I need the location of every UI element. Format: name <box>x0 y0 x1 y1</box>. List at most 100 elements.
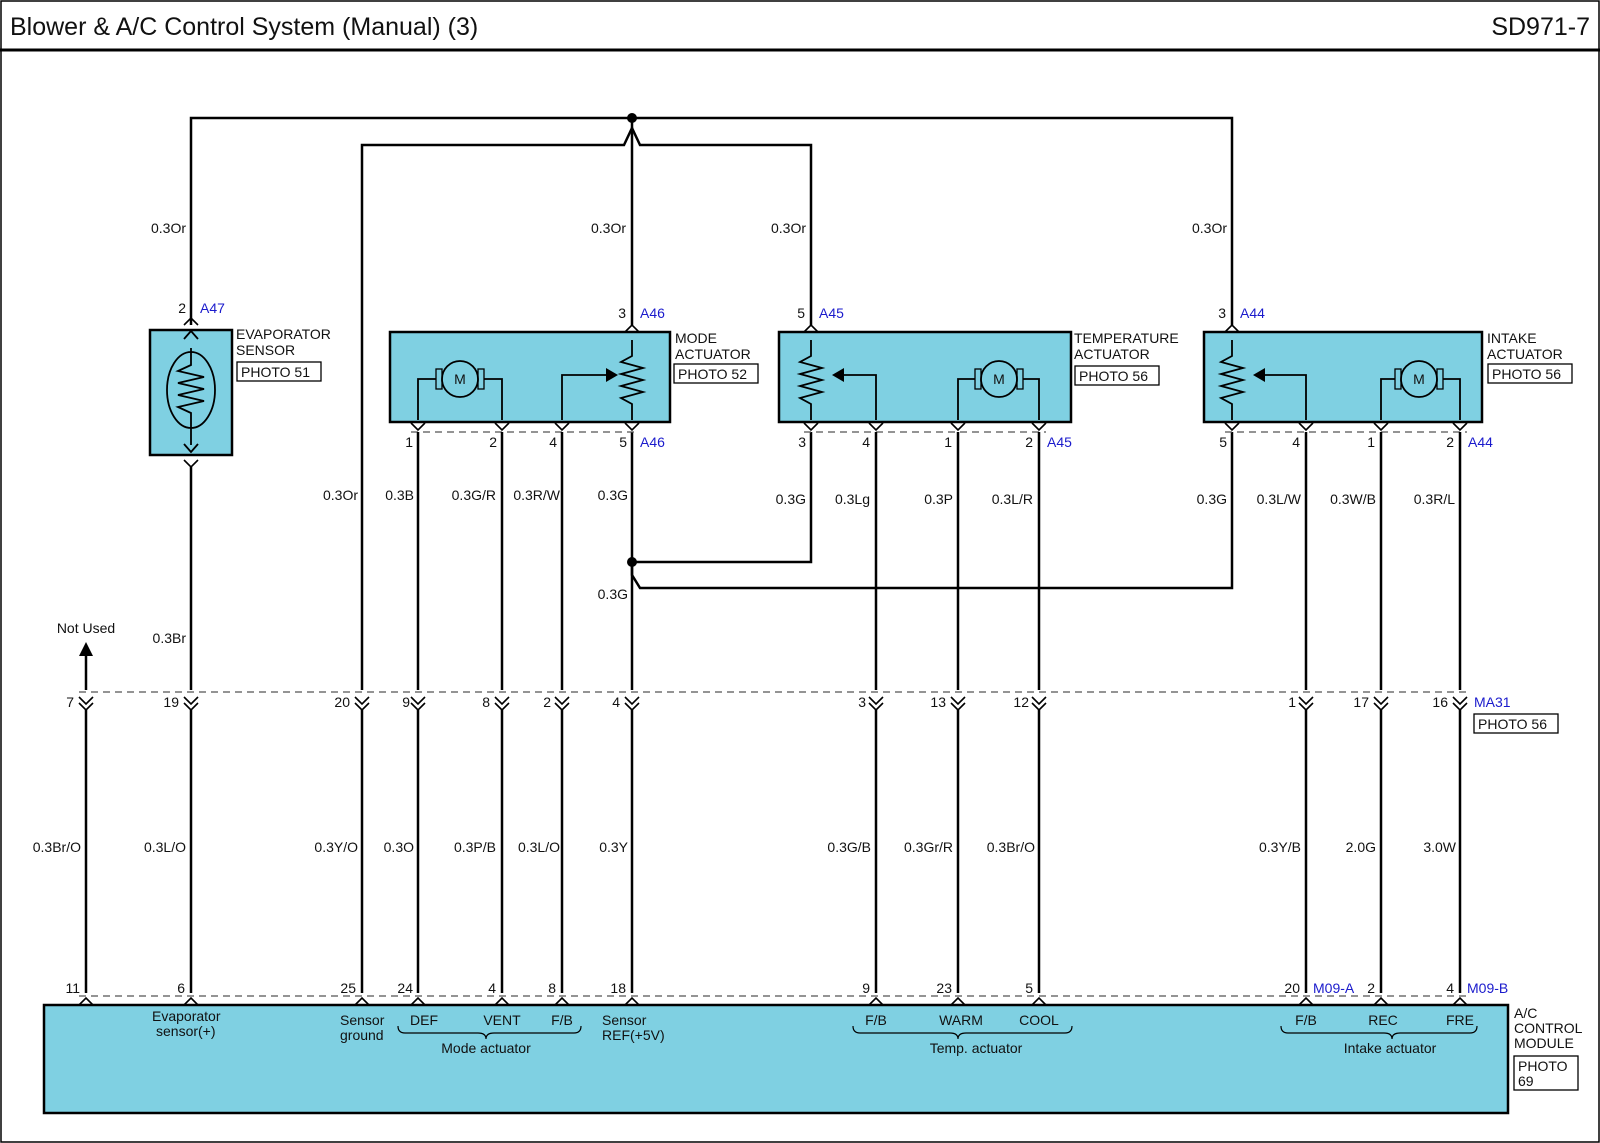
temperature-actuator: M 5 A45 TEMPERATURE ACTUATOR PHOTO 56 3 … <box>777 305 1179 450</box>
wire-intake-feed: 0.3Or <box>1192 220 1227 236</box>
svg-text:23: 23 <box>936 980 952 996</box>
svg-text:3: 3 <box>1218 305 1226 321</box>
svg-text:WARM: WARM <box>939 1012 983 1028</box>
temp-connector-top: A45 <box>819 305 844 321</box>
wire-ground-join: 0.3G <box>598 586 628 602</box>
svg-text:3: 3 <box>858 694 866 710</box>
ma31-photo: PHOTO 56 <box>1478 716 1547 732</box>
svg-text:17: 17 <box>1353 694 1369 710</box>
svg-text:ACTUATOR: ACTUATOR <box>1074 346 1150 362</box>
wire-evap-feed: 0.3Or <box>151 220 186 236</box>
svg-text:INTAKE: INTAKE <box>1487 330 1537 346</box>
upper-wires <box>416 432 1462 690</box>
mode-actuator: M 3 A46 MODE ACTUATOR PHOTO 52 1 2 4 5 A… <box>388 305 759 450</box>
wire-label: 0.3Or <box>323 487 358 503</box>
svg-text:24: 24 <box>397 980 413 996</box>
svg-text:5: 5 <box>619 434 627 450</box>
intake-actuator: M 3 A44 INTAKE ACTUATOR PHOTO 56 5 4 1 2… <box>1202 305 1573 450</box>
evaporator-sensor: 2 A47 EVAPORATOR SENSOR PHOTO 51 <box>148 300 331 690</box>
module-photo-2: 69 <box>1518 1073 1534 1089</box>
svg-text:Sensor: Sensor <box>602 1012 647 1028</box>
ma31-label: MA31 <box>1474 694 1511 710</box>
svg-text:5: 5 <box>797 305 805 321</box>
svg-text:1: 1 <box>1367 434 1375 450</box>
svg-text:16: 16 <box>1432 694 1448 710</box>
svg-text:TEMPERATURE: TEMPERATURE <box>1074 330 1179 346</box>
svg-text:A46: A46 <box>640 434 665 450</box>
wire-label: 0.3G <box>1197 491 1227 507</box>
svg-text:sensor(+): sensor(+) <box>156 1023 216 1039</box>
svg-text:9: 9 <box>402 694 410 710</box>
svg-text:F/B: F/B <box>1295 1012 1317 1028</box>
wire-label: 0.3L/O <box>518 839 560 855</box>
svg-text:M: M <box>1413 371 1425 387</box>
evap-name-1: EVAPORATOR <box>236 326 331 342</box>
mode-connector-top: A46 <box>640 305 665 321</box>
wire-label: 0.3Y/B <box>1259 839 1301 855</box>
svg-text:3: 3 <box>798 434 806 450</box>
svg-text:FRE: FRE <box>1446 1012 1474 1028</box>
module-photo-1: PHOTO <box>1518 1058 1568 1074</box>
svg-text:3: 3 <box>618 305 626 321</box>
evap-name-2: SENSOR <box>236 342 295 358</box>
svg-text:19: 19 <box>163 694 179 710</box>
page-code: SD971-7 <box>1491 13 1590 41</box>
wire-label: 0.3L/R <box>992 491 1033 507</box>
svg-text:F/B: F/B <box>865 1012 887 1028</box>
module-name-2: CONTROL <box>1514 1020 1583 1036</box>
m09a-label: M09-A <box>1313 980 1355 996</box>
module-name-3: MODULE <box>1514 1035 1574 1051</box>
evap-pin-top: 2 <box>178 300 186 316</box>
wire-label: 0.3Y/O <box>314 839 358 855</box>
svg-text:M: M <box>993 371 1005 387</box>
svg-text:Mode actuator: Mode actuator <box>441 1040 531 1056</box>
wire-label: 0.3W/B <box>1330 491 1376 507</box>
svg-text:Evaporator: Evaporator <box>152 1008 221 1024</box>
svg-text:6: 6 <box>177 980 185 996</box>
wire-label: 0.3R/W <box>513 487 560 503</box>
wire-label: 0.3G/B <box>827 839 871 855</box>
wire-label: 0.3G <box>776 491 806 507</box>
svg-text:DEF: DEF <box>410 1012 438 1028</box>
svg-text:A44: A44 <box>1468 434 1493 450</box>
wire-label: 0.3L/W <box>1257 491 1302 507</box>
intake-photo: PHOTO 56 <box>1492 366 1561 382</box>
wire-label: 2.0G <box>1346 839 1376 855</box>
svg-text:20: 20 <box>334 694 350 710</box>
m09b-label: M09-B <box>1467 980 1508 996</box>
ma31-connector: 7 19 20 9 8 2 4 3 13 12 1 17 16 MA31 PHO… <box>66 691 1559 734</box>
wire-label: 0.3Br/O <box>33 839 81 855</box>
svg-text:2: 2 <box>1367 980 1375 996</box>
lower-wires <box>84 710 1462 993</box>
svg-text:18: 18 <box>610 980 626 996</box>
svg-text:4: 4 <box>549 434 557 450</box>
svg-text:8: 8 <box>548 980 556 996</box>
svg-text:8: 8 <box>482 694 490 710</box>
wire-label: 0.3L/O <box>144 839 186 855</box>
svg-text:20: 20 <box>1284 980 1300 996</box>
wire-temp-feed: 0.3Or <box>771 220 806 236</box>
top-power-bus <box>189 113 1234 690</box>
svg-text:MODE: MODE <box>675 330 717 346</box>
svg-text:5: 5 <box>1219 434 1227 450</box>
svg-text:REC: REC <box>1368 1012 1398 1028</box>
svg-text:4: 4 <box>612 694 620 710</box>
svg-text:ground: ground <box>340 1027 384 1043</box>
wire-label: 0.3Lg <box>835 491 870 507</box>
mode-photo: PHOTO 52 <box>678 366 747 382</box>
svg-text:7: 7 <box>66 694 74 710</box>
svg-text:1: 1 <box>1288 694 1296 710</box>
svg-text:1: 1 <box>944 434 952 450</box>
svg-text:25: 25 <box>340 980 356 996</box>
sensor-ground-join <box>627 432 1234 690</box>
svg-text:Sensor: Sensor <box>340 1012 385 1028</box>
not-used-arrow: Not Used <box>57 620 115 690</box>
svg-text:REF(+5V): REF(+5V) <box>602 1027 665 1043</box>
svg-text:COOL: COOL <box>1019 1012 1059 1028</box>
svg-text:1: 1 <box>405 434 413 450</box>
svg-text:4: 4 <box>488 980 496 996</box>
wire-label: 0.3P/B <box>454 839 496 855</box>
svg-text:11: 11 <box>65 980 80 996</box>
svg-text:Temp. actuator: Temp. actuator <box>930 1040 1023 1056</box>
